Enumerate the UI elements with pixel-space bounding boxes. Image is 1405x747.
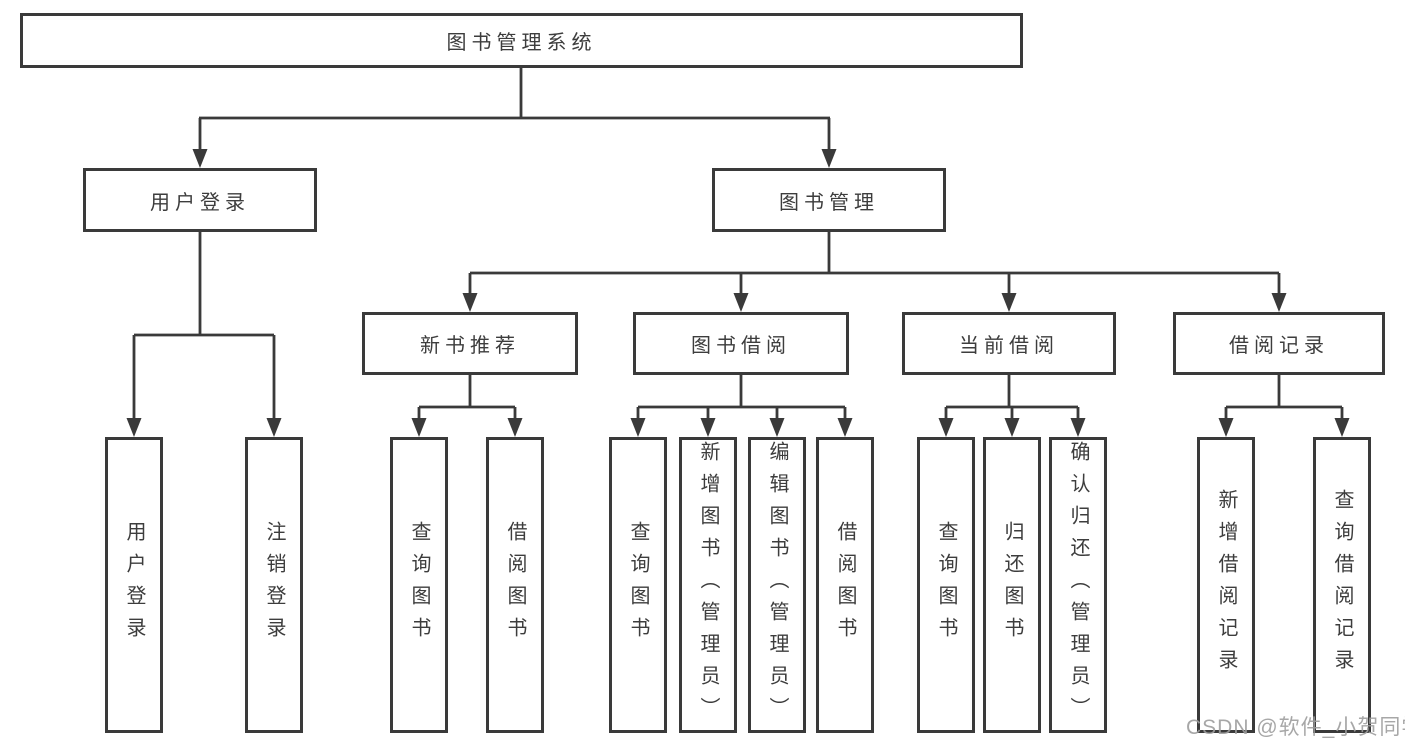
leaf-label: 查询借阅记录 [1331,489,1353,681]
leaf-query-books-borrow: 查询图书 [609,437,667,733]
watermark: CSDN @软件_小贺同学 [1186,716,1405,739]
leaf-query-books-recommend: 查询图书 [390,437,448,733]
leaf-add-book-admin: 新增图书（管理员） [679,437,737,733]
node-current-borrow: 当前借阅 [902,312,1116,375]
leaf-label: 新增借阅记录 [1215,489,1237,681]
leaf-label: 查询图书 [627,521,649,649]
leaf-label: 归还图书 [1001,521,1023,649]
node-book-borrow: 图书借阅 [633,312,849,375]
leaf-query-borrow-record: 查询借阅记录 [1313,437,1371,733]
node-user-login: 用户登录 [83,168,317,232]
node-borrow-records: 借阅记录 [1173,312,1385,375]
leaf-label: 借阅图书 [504,521,526,649]
leaf-label: 查询图书 [935,521,957,649]
leaf-user-login: 用户登录 [105,437,163,733]
leaf-logout: 注销登录 [245,437,303,733]
leaf-borrow-books-recommend: 借阅图书 [486,437,544,733]
leaf-label: 注销登录 [263,521,285,649]
leaf-label: 编辑图书（管理员） [766,441,788,729]
leaf-borrow-books-borrow: 借阅图书 [816,437,874,733]
node-new-book-recommend: 新书推荐 [362,312,578,375]
leaf-label: 查询图书 [408,521,430,649]
leaf-edit-book-admin: 编辑图书（管理员） [748,437,806,733]
leaf-label: 用户登录 [123,521,145,649]
leaf-add-borrow-record: 新增借阅记录 [1197,437,1255,733]
leaf-confirm-return-admin: 确认归还（管理员） [1049,437,1107,733]
leaf-label: 借阅图书 [834,521,856,649]
node-library-system: 图书管理系统 [20,13,1023,68]
node-book-management: 图书管理 [712,168,946,232]
leaf-query-books-current: 查询图书 [917,437,975,733]
leaf-label: 确认归还（管理员） [1067,441,1089,729]
leaf-return-books: 归还图书 [983,437,1041,733]
leaf-label: 新增图书（管理员） [697,441,719,729]
